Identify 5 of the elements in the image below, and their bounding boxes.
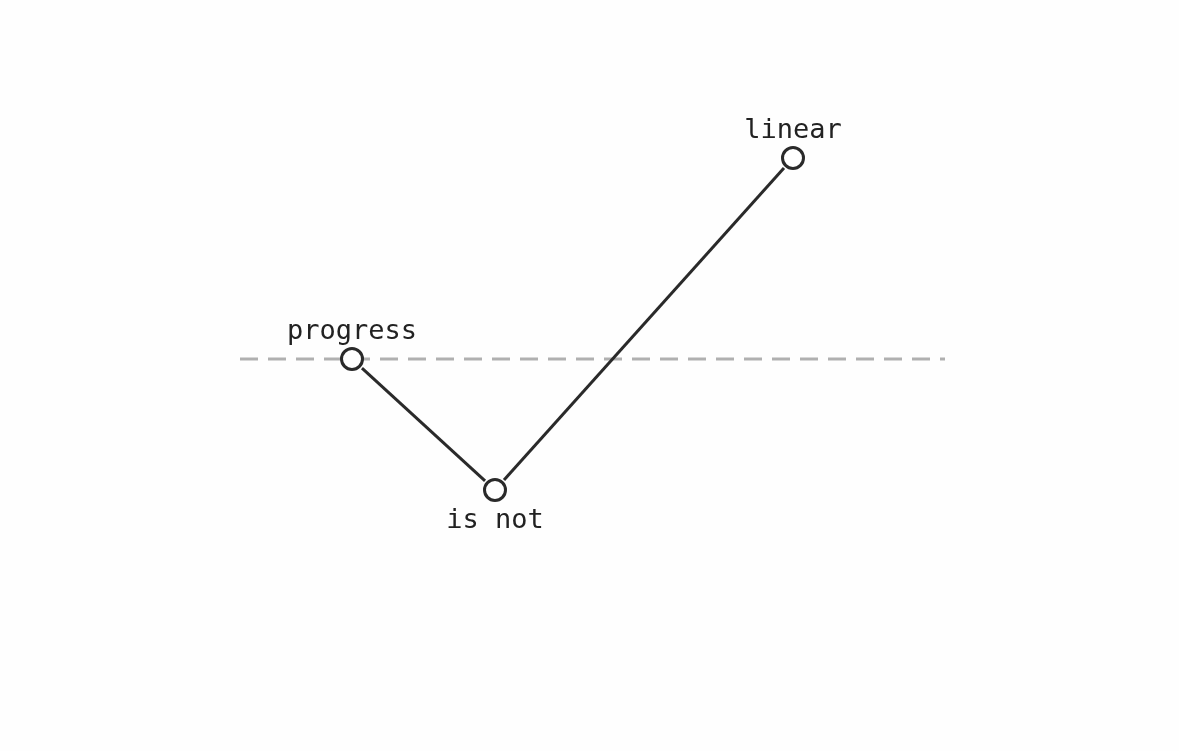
connector-line xyxy=(502,167,786,481)
connector-line xyxy=(360,367,487,482)
node-label: is not xyxy=(445,503,545,535)
node-label: progress xyxy=(285,314,418,346)
node-label: linear xyxy=(743,113,843,145)
